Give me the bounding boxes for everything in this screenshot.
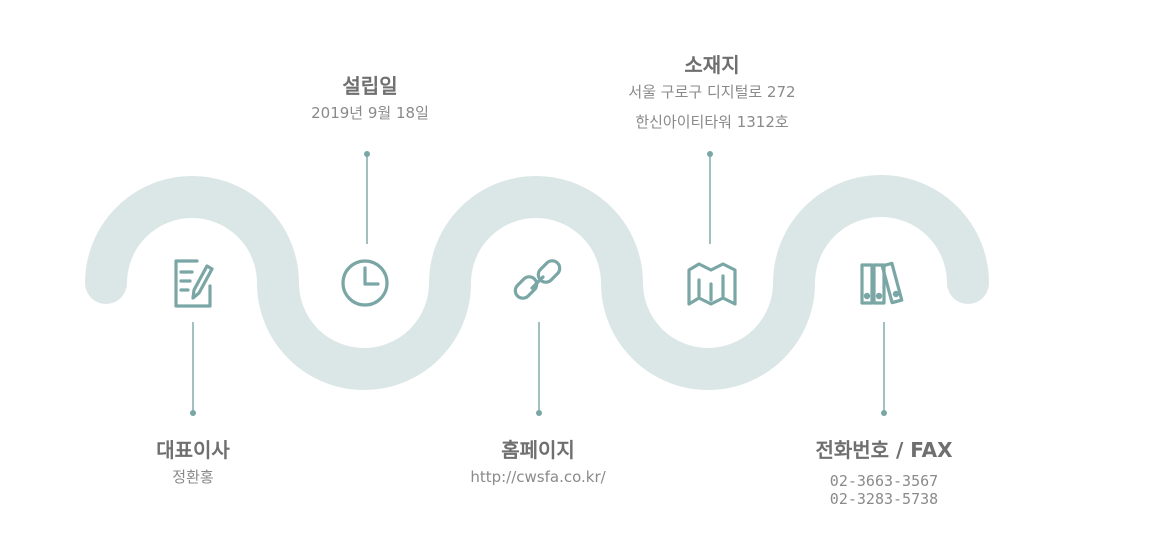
ceo-block: 대표이사 정환홍: [156, 436, 230, 490]
homepage-block: 홈페이지 http://cwsfa.co.kr/: [470, 436, 605, 490]
ceo-name: 정환홍: [172, 468, 214, 486]
connector-dot-homepage: [536, 410, 542, 416]
founded-block: 설립일 2019년 9월 18일: [311, 72, 429, 126]
homepage-url[interactable]: http://cwsfa.co.kr/: [470, 468, 606, 486]
address-line-1: 서울 구로구 디지털로 272: [628, 83, 796, 101]
wave-band: [85, 175, 989, 390]
connector-dot-contact: [881, 410, 887, 416]
connector-dot-address: [707, 151, 713, 157]
founded-title: 설립일: [342, 74, 398, 98]
connector-dot-ceo: [190, 410, 196, 416]
founded-date: 2019년 9월 18일: [311, 104, 429, 122]
ceo-title: 대표이사: [156, 438, 230, 462]
address-line-2: 한신아이티타워 1312호: [635, 113, 789, 131]
fax-number: 02-3283-5738: [829, 490, 939, 508]
phone-number: 02-3663-3567: [829, 472, 939, 490]
contact-title: 전화번호 / FAX: [815, 438, 953, 462]
address-block: 소재지 서울 구로구 디지털로 272 한신아이티타워 1312호: [628, 51, 795, 135]
map-icon: [687, 262, 737, 306]
edit-document-icon: [174, 259, 214, 308]
address-title: 소재지: [684, 53, 740, 77]
clock-icon: [341, 259, 389, 307]
connector-dot-founded: [364, 151, 370, 157]
link-icon: [513, 259, 562, 300]
homepage-title: 홈페이지: [501, 438, 575, 462]
contact-block: 전화번호 / FAX 02-3663-3567 02-3283-5738: [815, 436, 952, 508]
binders-icon: [860, 261, 904, 305]
